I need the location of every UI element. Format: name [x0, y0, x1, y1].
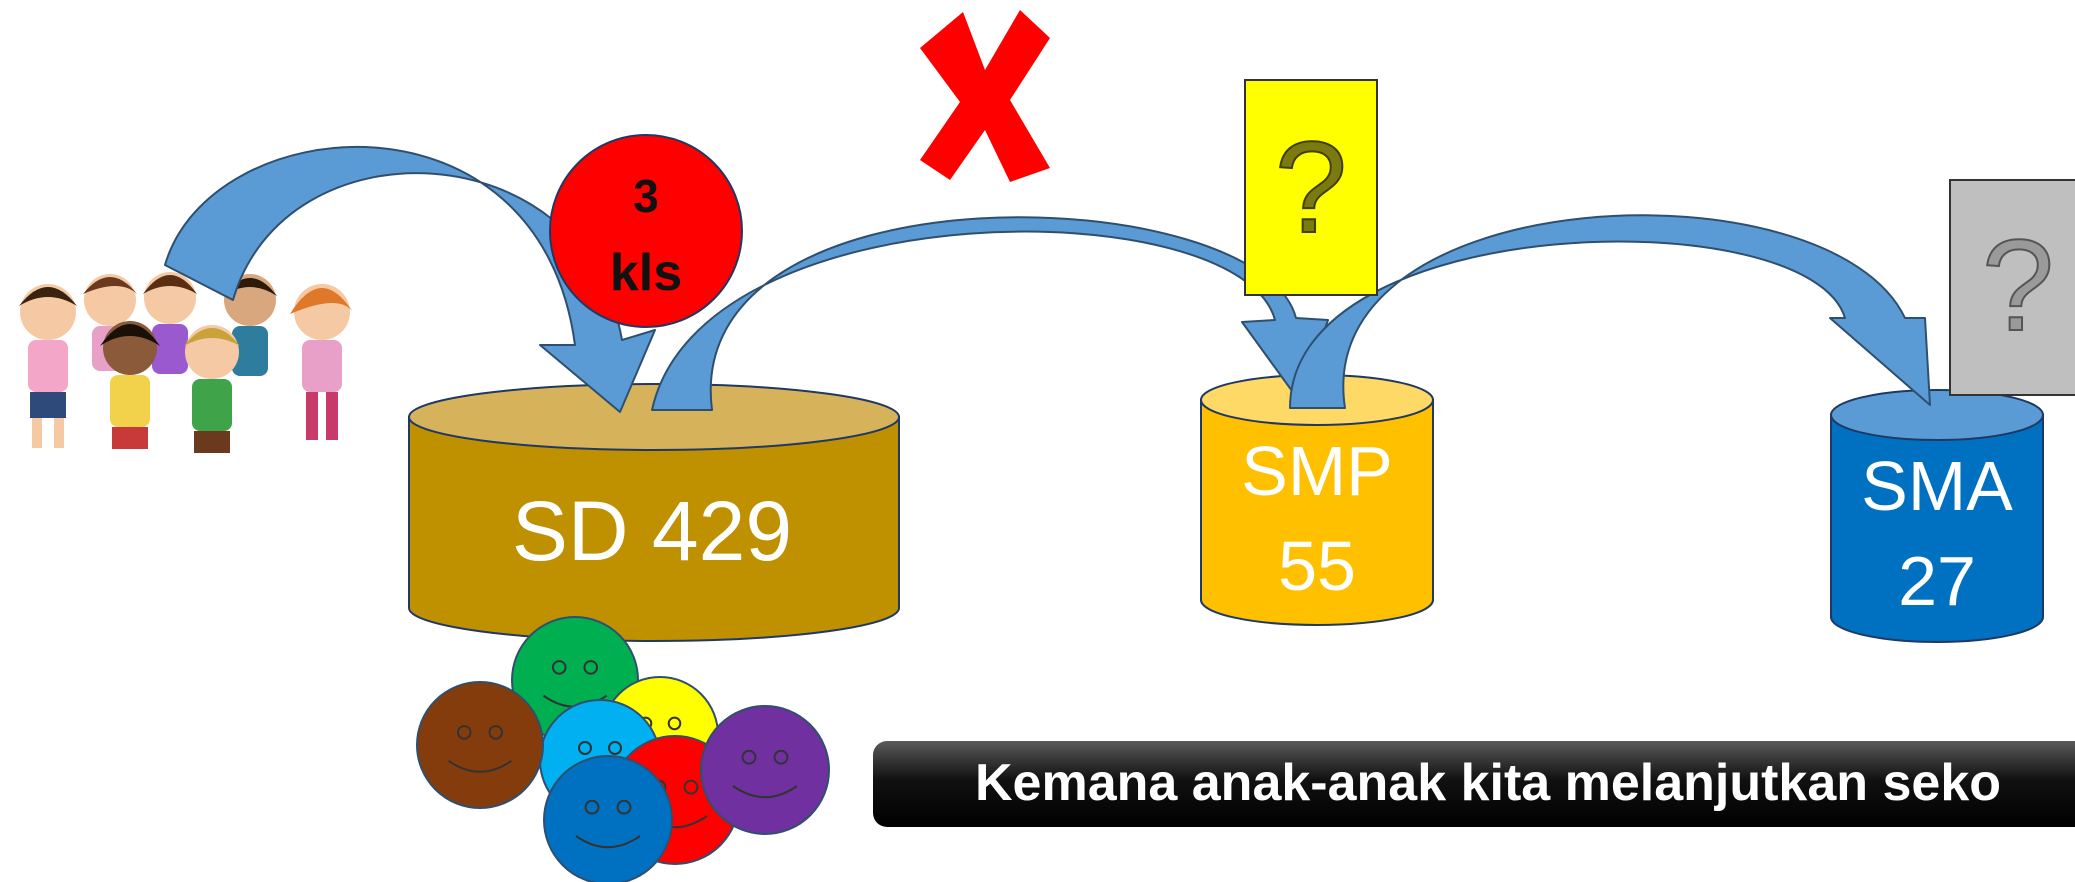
sma-label-count: 27 — [1898, 542, 1976, 620]
flow-arrows — [164, 145, 1931, 413]
sma-cylinder: SMA 27 — [1830, 389, 2044, 643]
cross-mark-icon — [920, 10, 1050, 182]
question-mark-icon: ? — [1982, 212, 2054, 358]
smiley-face-icon — [543, 755, 673, 882]
smiley-cluster — [416, 616, 830, 882]
arrow-sd-to-smp — [651, 216, 1329, 411]
arrow-smp-to-sma — [1289, 214, 1931, 409]
badge-number: 3 — [633, 170, 659, 222]
caption-text: Kemana anak-anak kita melanjutkan seko — [975, 754, 2002, 812]
sd-label: SD 429 — [512, 484, 792, 578]
question-mark-icon: ? — [1275, 114, 1347, 260]
smiley-face-icon — [700, 705, 830, 835]
smp-cylinder: SMP 55 — [1200, 374, 1434, 626]
smp-label-name: SMP — [1241, 432, 1393, 510]
arrow-children-to-sd — [164, 145, 656, 413]
sma-question-card: ? — [1949, 179, 2075, 396]
children-group-illustration — [19, 272, 354, 453]
sd-cylinder: SD 429 — [408, 383, 900, 642]
badge-unit: kls — [610, 244, 682, 302]
caption-bar: Kemana anak-anak kita melanjutkan seko — [873, 741, 2075, 827]
smp-question-card: ? — [1244, 79, 1378, 296]
class-count-badge: 3 kls — [549, 134, 743, 328]
smiley-face-icon — [416, 681, 544, 809]
smp-label-count: 55 — [1278, 527, 1356, 605]
sma-label-name: SMA — [1861, 447, 2013, 525]
